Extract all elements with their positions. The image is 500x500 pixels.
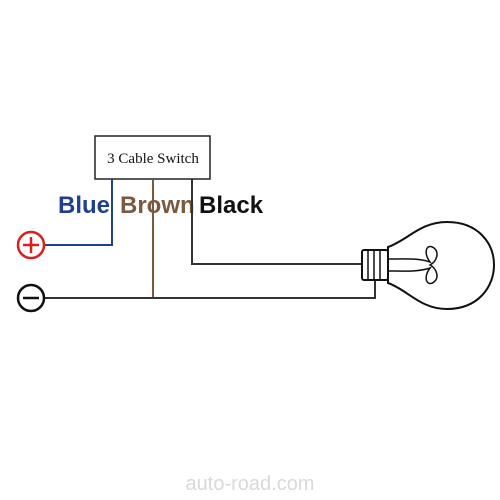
minus-circle-icon (16, 283, 46, 313)
watermark: auto-road.com (186, 473, 315, 495)
wire-negative-rail (44, 276, 376, 299)
plus-circle-icon (16, 230, 46, 260)
wire-label-black: Black (199, 192, 264, 219)
wire-black (191, 179, 362, 265)
switch-box-label: 3 Cable Switch (107, 151, 199, 167)
wire-label-blue: Blue (58, 192, 110, 219)
wire-label-brown: Brown (120, 192, 195, 219)
light-bulb-icon (361, 220, 496, 311)
wire-blue (44, 179, 113, 246)
switch-box: 3 Cable Switch (94, 135, 211, 180)
